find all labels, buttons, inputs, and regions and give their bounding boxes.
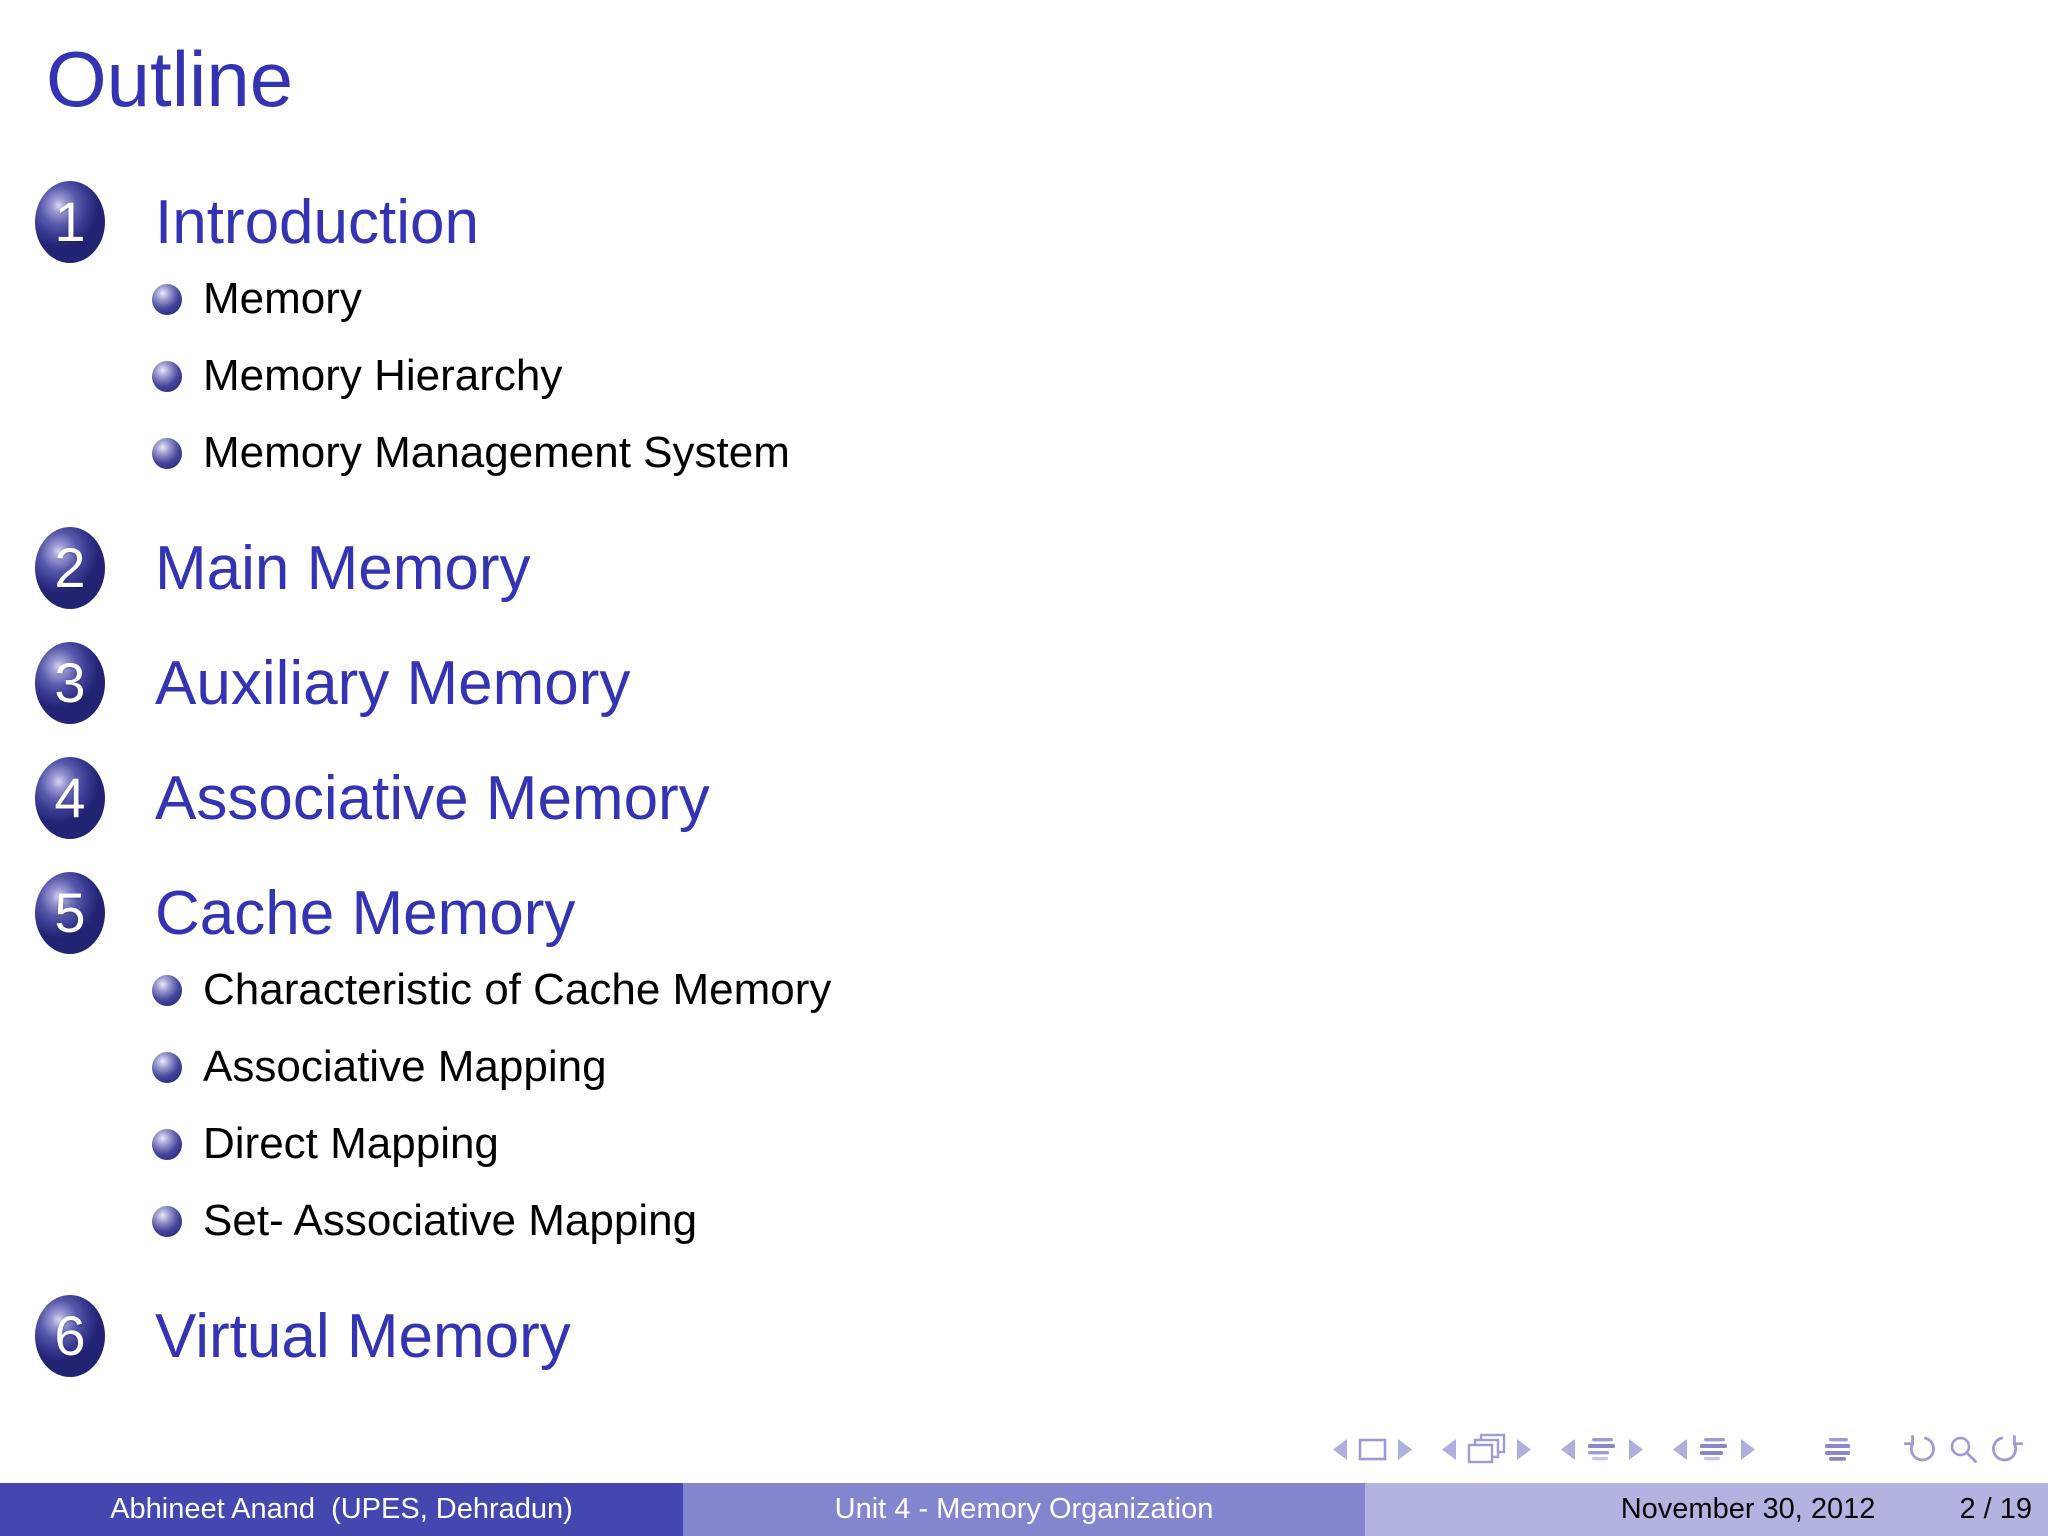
bullet-ball-icon bbox=[152, 283, 182, 315]
bullet-ball-icon bbox=[152, 437, 182, 469]
go-back-icon[interactable] bbox=[1902, 1433, 1938, 1465]
toc-section-virtual-memory[interactable]: 6 Virtual Memory bbox=[35, 1295, 571, 1377]
section-number-ball: 2 bbox=[35, 527, 105, 609]
footer-page-number: 2 / 19 bbox=[1959, 1493, 2032, 1525]
bullet-ball-icon bbox=[152, 1205, 182, 1237]
section-number-ball: 5 bbox=[35, 872, 105, 954]
go-forward-icon[interactable] bbox=[1989, 1433, 2025, 1465]
bullet-ball-icon bbox=[152, 1128, 182, 1160]
next-section-icon[interactable] bbox=[1741, 1438, 1756, 1460]
section-number-ball: 4 bbox=[35, 757, 105, 839]
subsection-label: Set- Associative Mapping bbox=[203, 1196, 698, 1245]
section-number: 6 bbox=[54, 1304, 86, 1367]
toc-subsection-associative-mapping[interactable]: Associative Mapping bbox=[152, 1041, 607, 1093]
next-frame-icon[interactable] bbox=[1517, 1438, 1532, 1460]
prev-frame-icon[interactable] bbox=[1441, 1438, 1456, 1460]
section-number: 1 bbox=[54, 190, 86, 253]
subsection-label: Characteristic of Cache Memory bbox=[203, 965, 832, 1014]
slide-icon[interactable] bbox=[1357, 1437, 1388, 1462]
section-label: Virtual Memory bbox=[155, 1301, 571, 1371]
section-label: Associative Memory bbox=[155, 763, 710, 833]
next-subsection-icon[interactable] bbox=[1629, 1438, 1644, 1460]
bullet-ball-icon bbox=[152, 974, 182, 1006]
subsection-label: Memory Management System bbox=[203, 428, 790, 477]
toc-subsection-set-associative-mapping[interactable]: Set- Associative Mapping bbox=[152, 1195, 697, 1247]
toc-subsection-memory-management-system[interactable]: Memory Management System bbox=[152, 427, 790, 479]
section-number: 3 bbox=[54, 651, 86, 714]
section-label: Auxiliary Memory bbox=[155, 648, 631, 718]
navigation-bar bbox=[1332, 1432, 2025, 1466]
prev-slide-icon[interactable] bbox=[1332, 1438, 1347, 1460]
next-slide-icon[interactable] bbox=[1398, 1438, 1413, 1460]
slide-title: Outline bbox=[46, 35, 294, 123]
footer-course-box: Unit 4 - Memory Organization bbox=[683, 1483, 1365, 1536]
section-number: 4 bbox=[54, 766, 86, 829]
subsection-label: Memory bbox=[203, 274, 362, 323]
subsection-label: Associative Mapping bbox=[203, 1042, 607, 1091]
toc-subsection-memory[interactable]: Memory bbox=[152, 273, 362, 325]
section-icon[interactable] bbox=[1697, 1436, 1731, 1463]
toc-subsection-direct-mapping[interactable]: Direct Mapping bbox=[152, 1118, 499, 1170]
subsection-label: Memory Hierarchy bbox=[203, 351, 563, 400]
toc-section-introduction[interactable]: 1 Introduction bbox=[35, 181, 479, 263]
toc-section-associative-memory[interactable]: 4 Associative Memory bbox=[35, 757, 710, 839]
footer-author-box: Abhineet Anand (UPES, Dehradun) bbox=[0, 1483, 683, 1536]
footer-course-title: Unit 4 - Memory Organization bbox=[834, 1493, 1214, 1525]
footer-date-page-box: November 30, 2012 2 / 19 bbox=[1365, 1483, 2048, 1536]
section-number: 5 bbox=[54, 881, 86, 944]
toc-subsection-memory-hierarchy[interactable]: Memory Hierarchy bbox=[152, 350, 562, 402]
bullet-ball-icon bbox=[152, 1051, 182, 1083]
frames-icon[interactable] bbox=[1466, 1433, 1507, 1465]
toc-section-auxiliary-memory[interactable]: 3 Auxiliary Memory bbox=[35, 642, 630, 724]
find-icon[interactable] bbox=[1948, 1434, 1979, 1465]
toc-section-main-memory[interactable]: 2 Main Memory bbox=[35, 527, 531, 609]
toc-subsection-characteristic-of-cache-memory[interactable]: Characteristic of Cache Memory bbox=[152, 964, 831, 1016]
footline: Abhineet Anand (UPES, Dehradun) Unit 4 -… bbox=[0, 1483, 2048, 1536]
section-number-ball: 3 bbox=[35, 642, 105, 724]
section-number: 2 bbox=[54, 536, 86, 599]
footer-author: Abhineet Anand (UPES, Dehradun) bbox=[110, 1493, 573, 1525]
footer-date: November 30, 2012 bbox=[1620, 1493, 1876, 1525]
section-label: Introduction bbox=[155, 187, 479, 257]
subsection-label: Direct Mapping bbox=[203, 1119, 499, 1168]
bullet-ball-icon bbox=[152, 360, 182, 392]
toc-section-cache-memory[interactable]: 5 Cache Memory bbox=[35, 872, 575, 954]
section-number-ball: 6 bbox=[35, 1295, 105, 1377]
subsection-icon[interactable] bbox=[1585, 1436, 1619, 1463]
prev-section-icon[interactable] bbox=[1672, 1438, 1687, 1460]
appendix-icon[interactable] bbox=[1820, 1436, 1854, 1463]
prev-subsection-icon[interactable] bbox=[1560, 1438, 1575, 1460]
section-label: Main Memory bbox=[155, 533, 531, 603]
section-number-ball: 1 bbox=[35, 181, 105, 263]
section-label: Cache Memory bbox=[155, 878, 576, 948]
